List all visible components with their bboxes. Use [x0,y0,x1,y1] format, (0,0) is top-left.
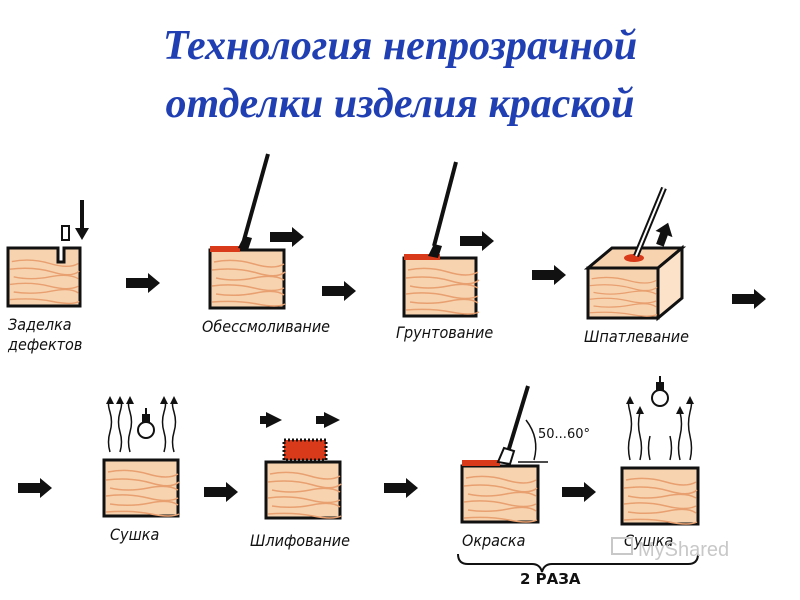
step-defect-filling-block [6,200,89,308]
move-arrow-icon [270,227,304,247]
lamp-icon [137,408,155,439]
step-label-drying-2: Сушка [624,531,673,550]
step-sanding-block [260,412,342,520]
step-label-priming: Грунтование [396,323,493,342]
step-label-painting: Окраска [462,531,525,550]
step-priming-block [402,161,494,318]
step-painting-block: 50...60° [460,385,590,524]
step-label-resin-removal: Обессмоливание [202,317,330,336]
flow-arrow-2 [322,281,356,301]
step-drying-block-2 [620,376,700,526]
flow-arrow-3 [532,265,566,285]
watermark: MyShared [611,537,729,561]
flow-arrow-6 [204,482,238,502]
move-arrow-icon [460,231,494,251]
angle-arc [525,419,537,461]
step-label-sanding: Шлифование [250,531,350,550]
repeat-bracket [457,553,699,573]
left-arrow-icon [260,412,282,428]
up-arrow-icon [655,222,673,247]
angle-label: 50...60° [538,427,590,442]
brush-icon [242,153,270,241]
flow-arrow-8 [562,482,596,502]
right-arrow-icon [316,412,340,428]
step-label-drying-1: Сушка [110,525,159,544]
flow-arrow-4 [732,289,766,309]
flow-arrow-5 [18,478,52,498]
step-label-puttying: Шпатлевание [584,327,689,346]
brush-icon [506,385,530,453]
repeat-label: 2 РАЗА [520,570,581,588]
filler-plug [61,225,70,241]
flow-arrow-1 [126,273,160,293]
page-title-line-2: отделки изделия краской [165,81,635,127]
step-label-defect-filling-2: дефектов [7,335,82,354]
step-puttying-block [583,186,687,322]
step-resin-removal-block [208,153,304,310]
step-label-defect-filling-1: Заделка [8,315,72,334]
brush-icon [432,161,458,247]
flow-arrow-7 [384,478,418,498]
watermark-logo-icon [611,537,633,555]
down-arrow-icon [75,200,89,240]
watermark-text: MyShared [638,539,729,561]
step-drying-block-1 [102,396,180,518]
page-title-line-1: Технология непрозрачной [162,23,638,69]
lamp-icon [651,376,669,407]
sanding-block-icon [282,438,328,462]
